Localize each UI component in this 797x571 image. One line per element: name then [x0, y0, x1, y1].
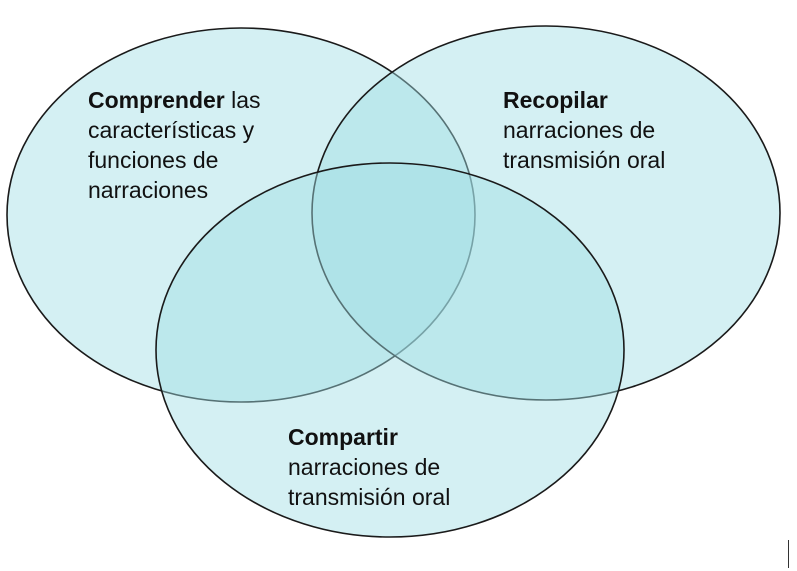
label-recopilar-line-1: narraciones de [503, 117, 656, 143]
label-comprender-title: Comprender [88, 87, 225, 113]
circle-comprender [6, 27, 476, 403]
label-comprender: Comprender las características y funcion… [88, 85, 261, 205]
label-compartir-title: Compartir [288, 424, 398, 450]
label-compartir: Compartir narraciones de transmisión ora… [288, 422, 450, 512]
label-recopilar: Recopilar narraciones de transmisión ora… [503, 85, 665, 175]
label-comprender-line-1: características y [88, 117, 255, 143]
text-cursor [788, 540, 789, 568]
label-comprender-line-3: narraciones [88, 177, 209, 203]
label-comprender-first-line: Comprender las [88, 85, 261, 115]
circle-compartir [155, 162, 625, 538]
label-comprender-rest: las [224, 87, 261, 113]
label-compartir-line-2: transmisión oral [288, 484, 451, 510]
label-compartir-line-1: narraciones de [288, 454, 441, 480]
circle-recopilar [311, 25, 781, 401]
label-recopilar-line-2: transmisión oral [503, 147, 666, 173]
label-comprender-line-2: funciones de [88, 147, 219, 173]
label-recopilar-title: Recopilar [503, 87, 608, 113]
